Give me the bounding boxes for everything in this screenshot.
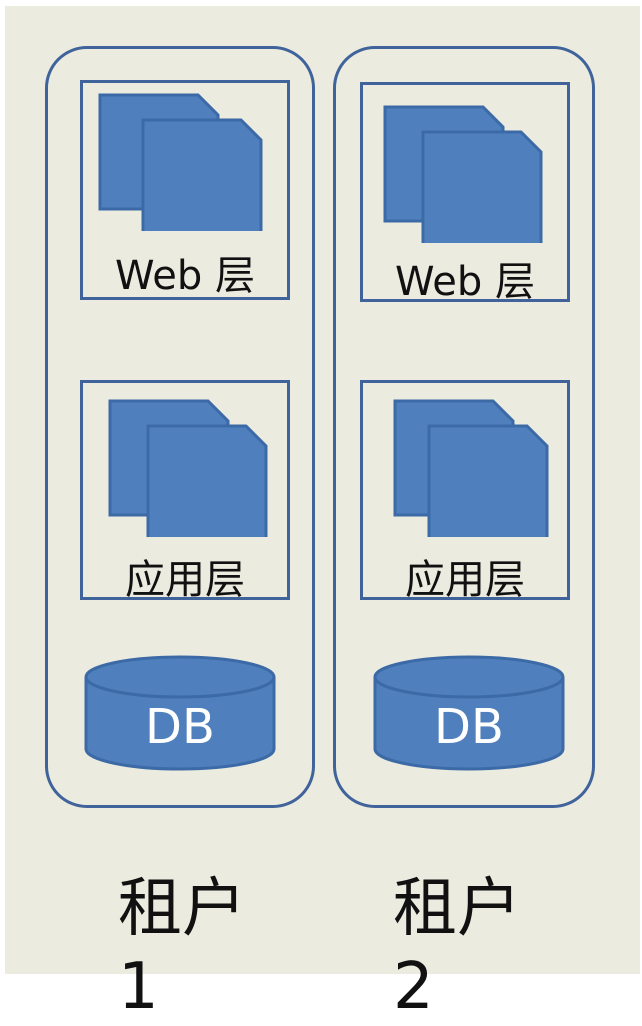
tenant-1-web-layer: Web 层 [80,80,290,300]
tenant-2-web-layer: Web 层 [360,82,570,305]
tenant-2-label: 租户 2 [393,870,553,1026]
tenant-2-app-layer-label: 应用层 [405,557,525,603]
tenant-1-frame [45,46,315,808]
tenant-2-web-layer-label: Web 层 [395,259,535,305]
tenant-2-web-stacked-documents-icon [383,105,543,243]
tenant-2-label-text: 租户 2 [393,872,521,1024]
tenant-1-db-label: DB [145,699,215,755]
tenant-1-app-layer-label: 应用层 [125,557,245,603]
tenant-2-app-layer: 应用层 [360,380,570,603]
tenant-2-database-icon: DB [372,655,566,773]
tenant-1-database-icon: DB [83,655,277,773]
tenant-1-label: 租户 1 [118,870,278,1026]
tenant-1-web-stacked-documents-icon [98,93,263,231]
tenant-1-app-stacked-documents-icon [108,399,268,537]
tenant-2-db-label: DB [434,699,504,755]
tenant-2-frame [333,46,595,808]
tenant-1-label-text: 租户 1 [118,872,246,1024]
tenant-1-web-layer-label: Web 层 [115,253,255,299]
tenant-1-app-layer: 应用层 [80,380,290,603]
tenant-2-app-stacked-documents-icon [393,399,549,537]
